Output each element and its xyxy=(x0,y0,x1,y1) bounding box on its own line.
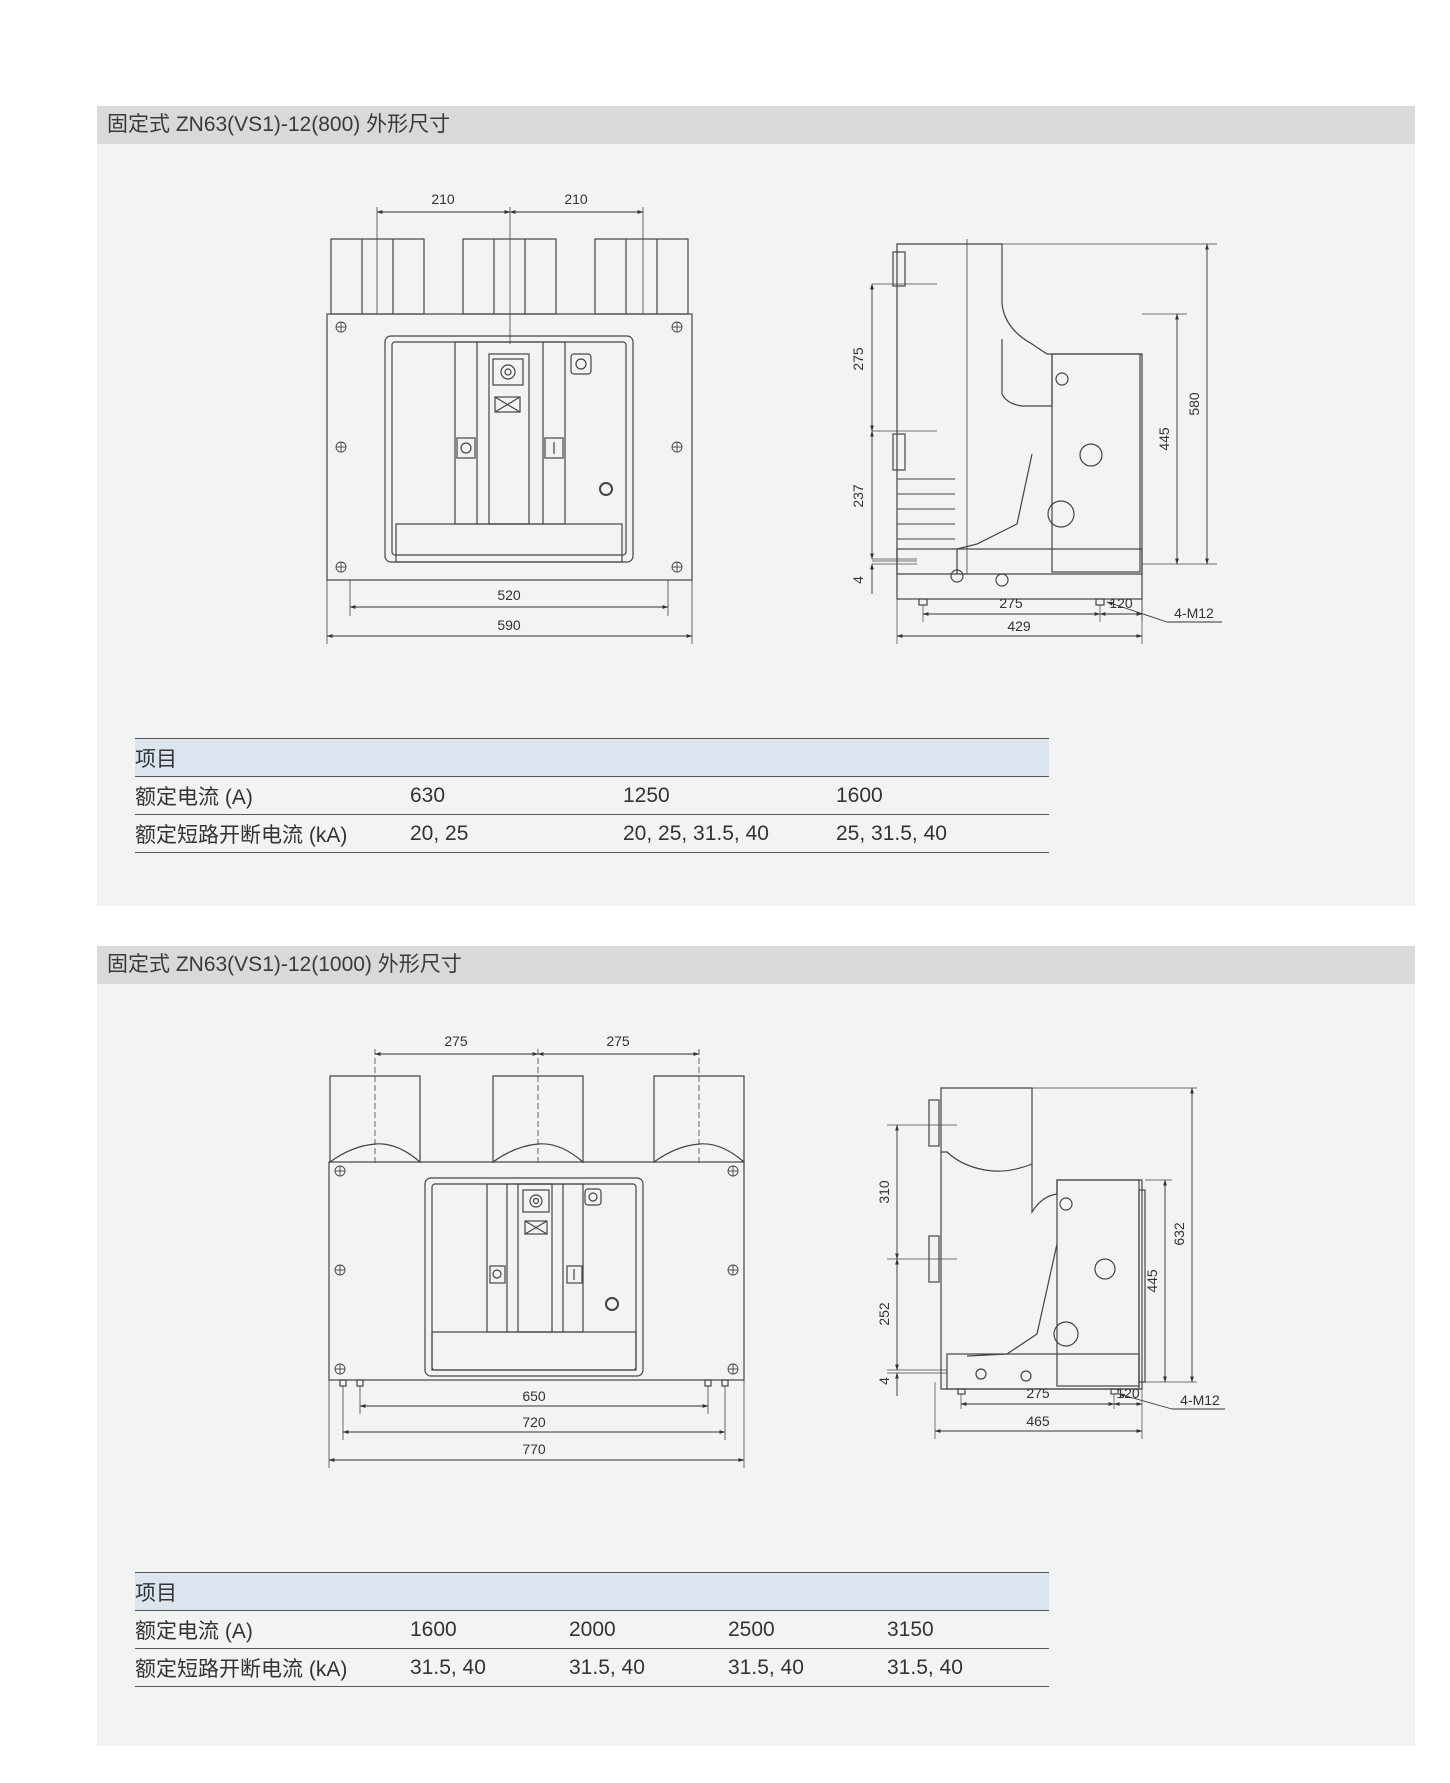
dim-overall-depth: 429 xyxy=(1007,618,1031,634)
row-label: 额定电流 (A) xyxy=(135,776,410,815)
spec-table: 项目 额定电流 (A) 1600 2000 2500 3150 额定短路开断电流… xyxy=(135,1572,1049,1687)
dim-foot-span: 275 xyxy=(999,595,1023,611)
dim-foot-span: 275 xyxy=(1026,1385,1050,1401)
row-label: 额定短路开断电流 (kA) xyxy=(135,814,410,853)
table-row: 额定电流 (A) 1600 2000 2500 3150 xyxy=(135,1610,1049,1649)
table-cell: 3150 xyxy=(887,1610,1049,1649)
table-cell: 1600 xyxy=(410,1610,569,1649)
front-view xyxy=(326,207,693,644)
dim-pitch-left: 275 xyxy=(444,1033,468,1049)
table-cell: 20, 25 xyxy=(410,814,623,853)
table-header-row: 项目 xyxy=(135,1572,1049,1611)
dim-foot-edge: 120 xyxy=(1116,1385,1140,1401)
dim-outer-width: 590 xyxy=(497,617,521,633)
front-dimensions xyxy=(326,210,693,638)
dim-base-offset: 4 xyxy=(876,1377,892,1385)
front-view xyxy=(328,1049,745,1468)
dim-mid-width: 720 xyxy=(522,1414,546,1430)
dim-overall-height: 580 xyxy=(1186,392,1202,416)
table-row: 额定短路开断电流 (kA) 31.5, 40 31.5, 40 31.5, 40… xyxy=(135,1648,1049,1687)
dim-inner-width: 650 xyxy=(522,1388,546,1404)
bolt-note: 4-M12 xyxy=(1180,1392,1220,1408)
table-header: 项目 xyxy=(135,738,410,777)
table-cell: 31.5, 40 xyxy=(569,1648,728,1687)
front-dimensions xyxy=(328,1052,745,1462)
dim-overall-height: 632 xyxy=(1171,1222,1187,1246)
table-cell: 1600 xyxy=(836,776,1049,815)
table-cell: 31.5, 40 xyxy=(728,1648,887,1687)
dim-overall-depth: 465 xyxy=(1026,1413,1050,1429)
table-cell: 2500 xyxy=(728,1610,887,1649)
row-label: 额定短路开断电流 (kA) xyxy=(135,1648,410,1687)
spec-table: 项目 额定电流 (A) 630 1250 1600 额定短路开断电流 (kA) … xyxy=(135,738,1049,853)
table-cell: 25, 31.5, 40 xyxy=(836,814,1049,853)
dim-pitch-left: 210 xyxy=(431,191,455,207)
table-row: 额定短路开断电流 (kA) 20, 25 20, 25, 31.5, 40 25… xyxy=(135,814,1049,853)
section-1000: 固定式 ZN63(VS1)-12(1000) 外形尺寸 xyxy=(97,946,1415,1746)
dim-pitch-right: 275 xyxy=(606,1033,630,1049)
side-view xyxy=(872,239,1217,644)
row-label: 额定电流 (A) xyxy=(135,1610,410,1649)
dim-lower-span: 237 xyxy=(850,484,866,508)
table-header: 项目 xyxy=(135,1572,410,1611)
table-cell: 31.5, 40 xyxy=(887,1648,1049,1687)
table-header-row: 项目 xyxy=(135,738,1049,777)
dim-inner-height: 445 xyxy=(1156,427,1172,451)
table-cell: 630 xyxy=(410,776,623,815)
table-cell: 20, 25, 31.5, 40 xyxy=(623,814,836,853)
section-800: 固定式 ZN63(VS1)-12(800) 外形尺寸 xyxy=(97,106,1415,906)
table-cell: 2000 xyxy=(569,1610,728,1649)
dim-lower-span: 252 xyxy=(876,1302,892,1326)
dim-foot-edge: 120 xyxy=(1109,595,1133,611)
dim-inner-width: 520 xyxy=(497,587,521,603)
dim-upper-span: 275 xyxy=(850,347,866,371)
dimension-drawing-1000: 275 275 650 720 770 xyxy=(328,1033,1225,1468)
table-row: 额定电流 (A) 630 1250 1600 xyxy=(135,776,1049,815)
section-title: 固定式 ZN63(VS1)-12(1000) 外形尺寸 xyxy=(97,946,1415,984)
section-title: 固定式 ZN63(VS1)-12(800) 外形尺寸 xyxy=(97,106,1415,144)
side-dimensions xyxy=(870,243,1222,638)
side-dimensions xyxy=(895,1087,1225,1433)
table-cell: 1250 xyxy=(623,776,836,815)
dim-pitch-right: 210 xyxy=(564,191,588,207)
dim-upper-span: 310 xyxy=(876,1180,892,1204)
dim-inner-height: 445 xyxy=(1144,1269,1160,1293)
dim-outer-width: 770 xyxy=(522,1441,546,1457)
bolt-note: 4-M12 xyxy=(1174,605,1214,621)
dimension-drawing-800: 210 210 520 590 xyxy=(326,191,1222,644)
table-cell: 31.5, 40 xyxy=(410,1648,569,1687)
dim-base-offset: 4 xyxy=(850,576,866,584)
